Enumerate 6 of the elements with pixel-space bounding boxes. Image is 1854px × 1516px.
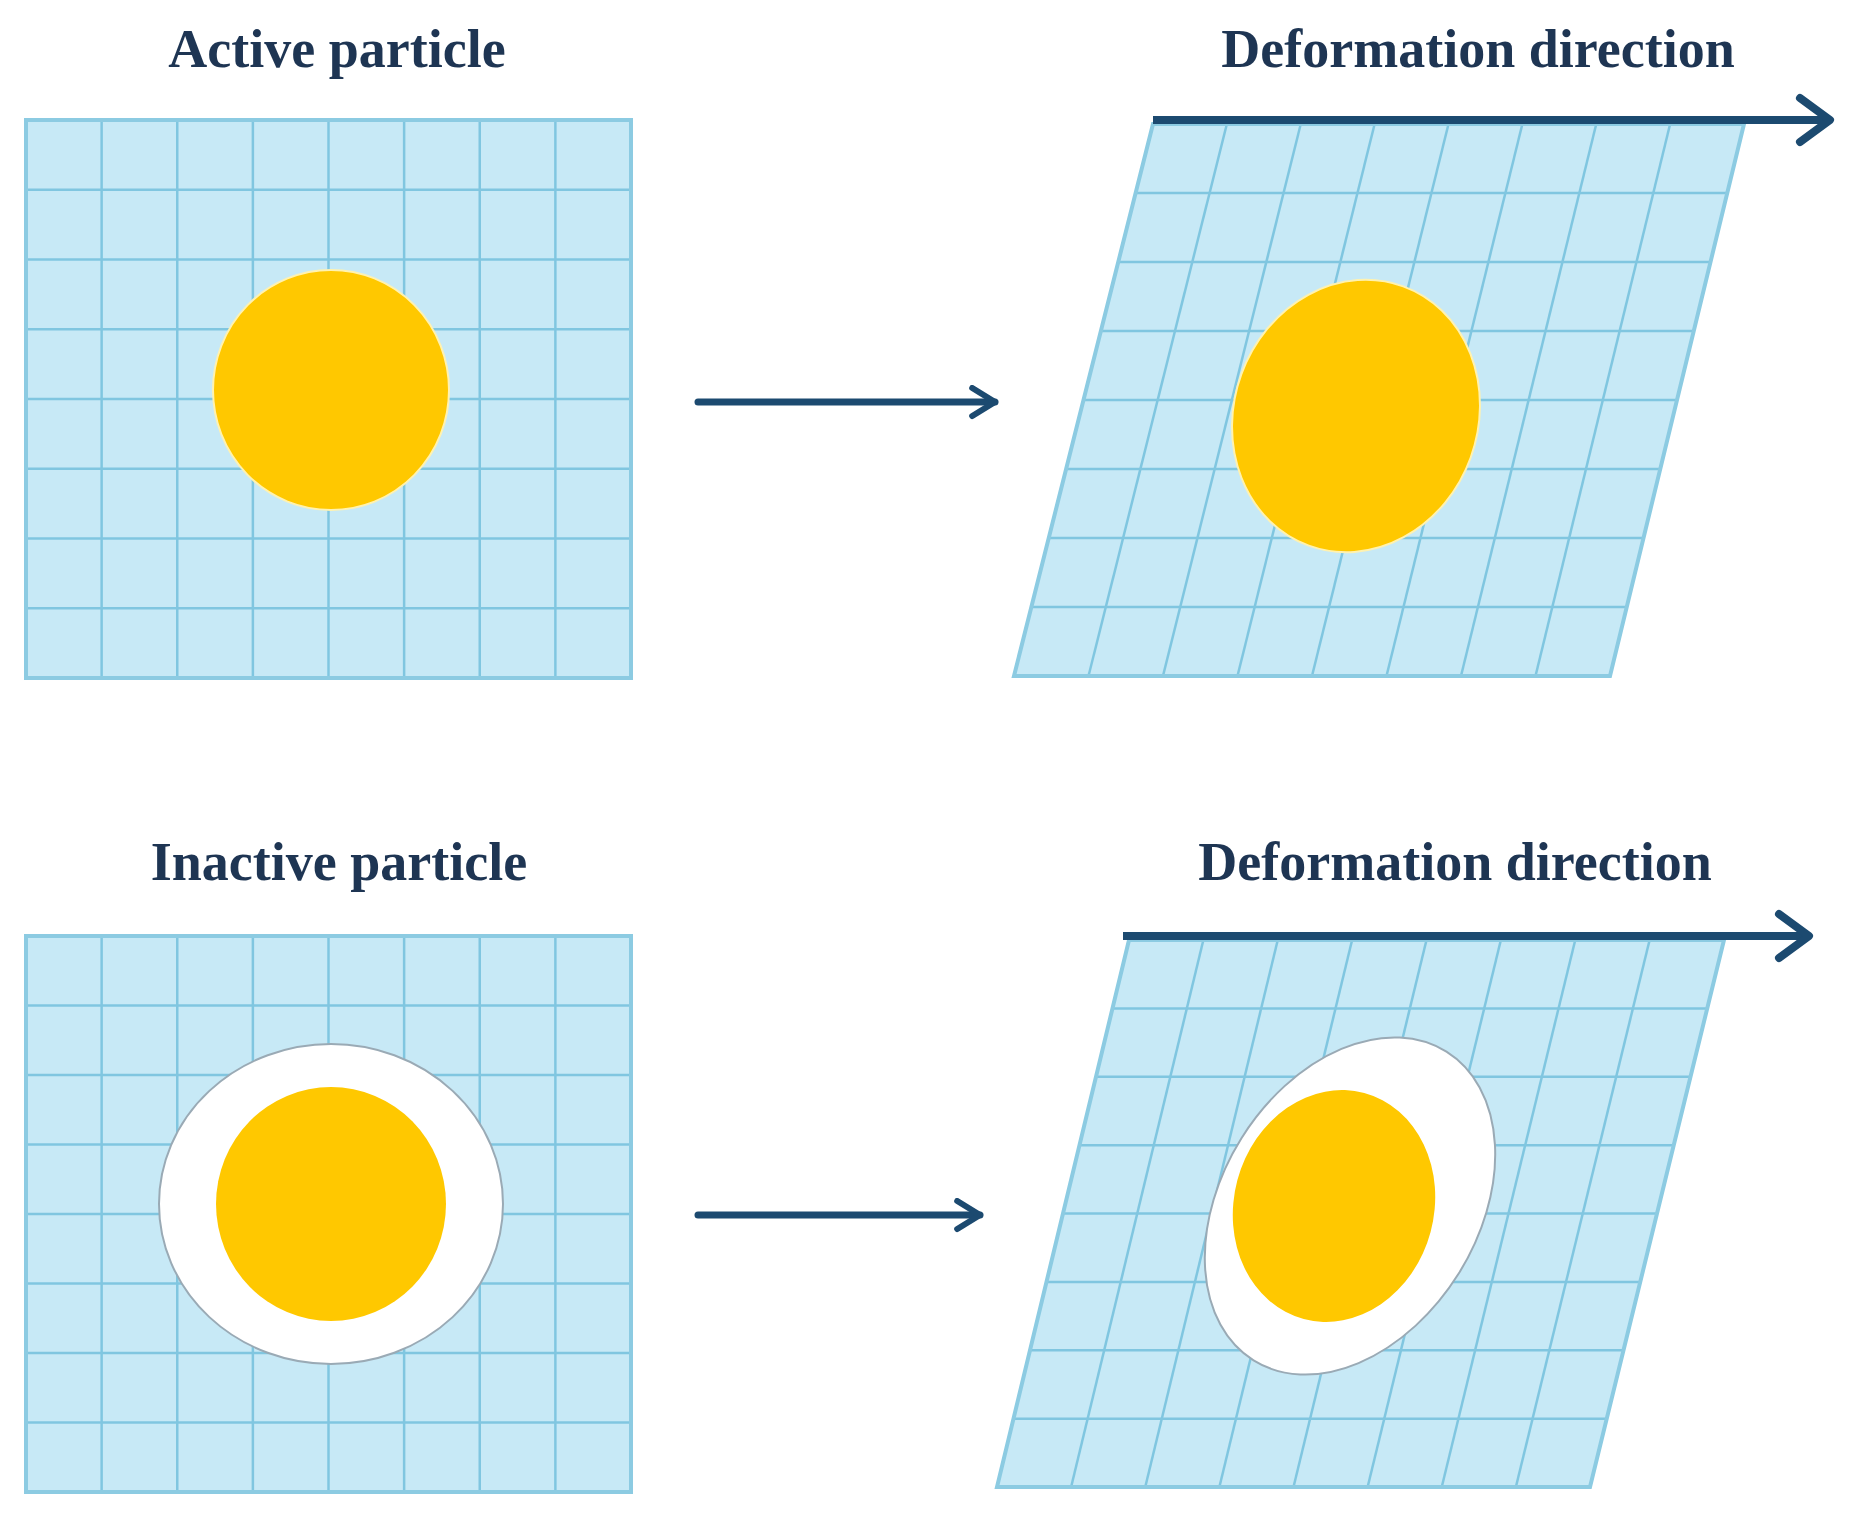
panel-title: Inactive particle	[150, 833, 528, 893]
panel-title: Deformation direction	[1198, 833, 1712, 893]
arrow	[694, 384, 999, 420]
arrow	[694, 1197, 984, 1233]
panel-title: Deformation direction	[1221, 20, 1735, 80]
panel-title: Active particle	[168, 20, 506, 80]
